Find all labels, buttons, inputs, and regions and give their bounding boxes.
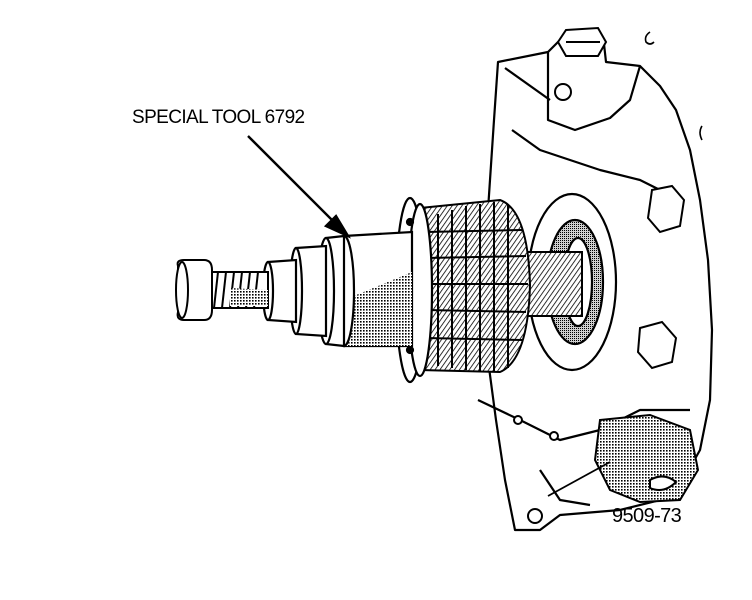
flange-hole-icon xyxy=(405,217,415,227)
figure-number: 9509-73 xyxy=(612,505,682,527)
stray-marks xyxy=(644,31,703,141)
leader-arrow xyxy=(247,135,352,239)
special-tool-label: SPECIAL TOOL 6792 xyxy=(132,107,305,128)
figure-leader xyxy=(547,461,611,497)
right-bolt-icon xyxy=(646,184,686,234)
lower-boss-slot xyxy=(649,475,678,491)
lower-boss xyxy=(593,413,700,504)
housing-bolts xyxy=(513,26,686,524)
flange-hole-icon xyxy=(405,345,415,355)
housing-bolt-hole-icon xyxy=(554,83,572,101)
forcing-screw xyxy=(175,259,269,321)
small-hole-icon xyxy=(549,431,559,441)
tool-body xyxy=(316,230,414,348)
tool-neck xyxy=(261,244,328,338)
small-hole-icon xyxy=(513,415,523,425)
bottom-hole-icon xyxy=(527,508,543,524)
lower-right-bolt-icon xyxy=(636,320,678,370)
sprocket xyxy=(419,198,532,374)
